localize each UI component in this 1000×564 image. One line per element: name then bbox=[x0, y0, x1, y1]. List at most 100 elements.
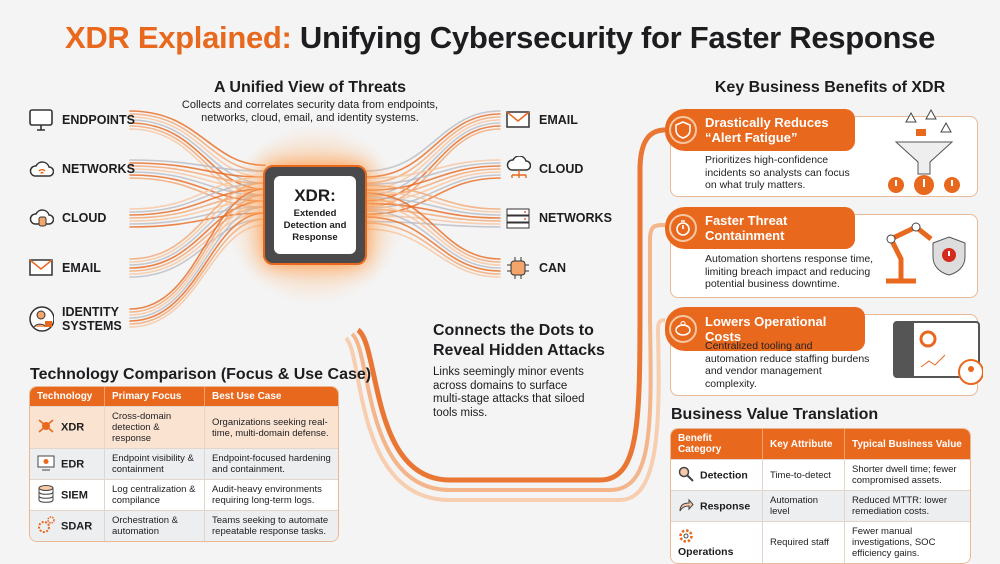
heading-line: Reveal Hidden Attacks bbox=[433, 342, 605, 359]
category-cell: Response bbox=[671, 490, 763, 521]
stopwatch-icon bbox=[669, 214, 697, 242]
tech-cell: SIEM bbox=[30, 479, 105, 510]
chip-subtitle: Extended Detection and Response bbox=[283, 208, 347, 243]
benefit-card-costs: Lowers Operational Costs Centralized too… bbox=[665, 307, 983, 396]
use-case-cell: Endpoint-focused hardening and containme… bbox=[205, 448, 338, 479]
use-case-cell: Teams seeking to automate repeatable res… bbox=[205, 510, 338, 541]
gear-icon bbox=[678, 528, 694, 547]
focus-cell: Endpoint visibility & containment bbox=[105, 448, 205, 479]
desc-line: tools miss. bbox=[433, 406, 488, 419]
dest-can: CAN bbox=[505, 255, 566, 281]
network-hub-icon bbox=[37, 418, 55, 437]
attribute-cell: Automation level bbox=[763, 490, 845, 521]
column-header: Typical Business Value bbox=[845, 429, 970, 459]
circuit-icon bbox=[505, 255, 531, 281]
cloud-network-icon bbox=[505, 156, 531, 182]
desc-line: Collects and correlates security data fr… bbox=[181, 99, 439, 111]
cloud-wifi-icon bbox=[28, 156, 54, 182]
heading-line: Connects the Dots to bbox=[433, 322, 594, 339]
column-header: Key Attribute bbox=[763, 429, 845, 459]
source-endpoints: ENDPOINTS bbox=[28, 107, 135, 133]
title-line: “Alert Fatigue” bbox=[705, 130, 798, 145]
source-networks: NETWORKS bbox=[28, 156, 135, 182]
envelope-icon bbox=[505, 107, 531, 133]
desc-line: across domains to surface bbox=[433, 379, 568, 392]
connector-line bbox=[356, 127, 666, 483]
benefits-heading: Key Business Benefits of XDR bbox=[714, 79, 946, 96]
user-lock-icon bbox=[28, 306, 54, 332]
cloud-database-icon bbox=[28, 205, 54, 231]
source-label: EMAIL bbox=[62, 261, 101, 275]
category-name: Response bbox=[700, 499, 751, 512]
server-rack-icon bbox=[505, 205, 531, 231]
body-line: incidents so analysts can focus bbox=[705, 166, 850, 179]
desc-line: networks, cloud, email, and identity sys… bbox=[201, 112, 419, 124]
value-table-heading: Business Value Translation bbox=[671, 406, 879, 423]
database-icon bbox=[37, 484, 55, 506]
tech-cell: XDR bbox=[30, 406, 105, 448]
value-cell: Shorter dwell time; fewer compromised as… bbox=[845, 459, 970, 490]
title-rest: Unifying Cybersecurity for Faster Respon… bbox=[291, 20, 936, 55]
value-cell: Reduced MTTR: lower remediation costs. bbox=[845, 490, 970, 521]
alert-funnel-icon bbox=[888, 108, 960, 195]
gears-icon bbox=[37, 515, 55, 537]
body-line: potential business downtime. bbox=[705, 278, 840, 290]
tech-name: XDR bbox=[61, 421, 85, 434]
column-header: Primary Focus bbox=[105, 387, 205, 406]
source-label: NETWORKS bbox=[539, 211, 612, 225]
chip-face: XDR: Extended Detection and Response bbox=[274, 176, 356, 254]
category-name: Operations bbox=[678, 545, 734, 558]
benefit-card-alert-fatigue: Drastically Reduces“Alert Fatigue” Prior… bbox=[665, 108, 978, 197]
attribute-cell: Time-to-detect bbox=[763, 459, 845, 490]
benefit-title: Lowers Operational Costs bbox=[665, 307, 865, 351]
tech-name: SIEM bbox=[61, 488, 88, 501]
tech-cell: EDR bbox=[30, 448, 105, 479]
focus-cell: Log centralization & compilance bbox=[105, 479, 205, 510]
robot-arm-shield-icon bbox=[886, 222, 966, 284]
source-label: NETWORKS bbox=[62, 162, 135, 176]
category-cell: Detection bbox=[671, 459, 763, 490]
use-case-cell: Organizations seeking real-time, multi-d… bbox=[205, 406, 338, 448]
body-line: complexity. bbox=[705, 377, 757, 390]
monitor-icon bbox=[28, 107, 54, 133]
dashboard-icon bbox=[893, 321, 983, 385]
connects-description: Links seemingly minor events across doma… bbox=[433, 366, 585, 420]
title-line: Containment bbox=[705, 228, 785, 243]
magnifier-icon bbox=[678, 466, 694, 485]
desc-line: multi-stage attacks that siloed bbox=[433, 393, 585, 405]
focus-cell: Cross-domain detection & response bbox=[105, 406, 205, 448]
source-label: CLOUD bbox=[539, 162, 584, 176]
source-label: IDENTITY SYSTEMS bbox=[62, 305, 122, 333]
body-line: and vendor management bbox=[705, 365, 822, 377]
focus-cell: Orchestration & automation bbox=[105, 510, 205, 541]
title-line: Drastically Reduces bbox=[705, 115, 829, 130]
page-title: XDR Explained: Unifying Cybersecurity fo… bbox=[0, 20, 1000, 56]
unified-description: Collects and correlates security data fr… bbox=[150, 99, 470, 125]
body-line: limiting breach impact and reducing bbox=[705, 265, 871, 278]
body-line: automation reduce staffing burdens bbox=[705, 352, 870, 365]
dest-networks: NETWORKS bbox=[505, 205, 612, 231]
category-name: Detection bbox=[700, 468, 748, 481]
benefit-body: Automation shortens response time,limiti… bbox=[705, 253, 873, 291]
title-accent: XDR Explained: bbox=[64, 20, 292, 55]
envelope-icon bbox=[28, 255, 54, 281]
attribute-cell: Required staff bbox=[763, 521, 845, 563]
column-header: Best Use Case bbox=[205, 387, 338, 406]
tech-table-heading: Technology Comparison (Focus & Use Case) bbox=[30, 366, 372, 383]
source-label: ENDPOINTS bbox=[62, 113, 135, 127]
source-email: EMAIL bbox=[28, 255, 101, 281]
piggy-bank-icon bbox=[669, 315, 697, 343]
tech-name: EDR bbox=[61, 457, 85, 470]
